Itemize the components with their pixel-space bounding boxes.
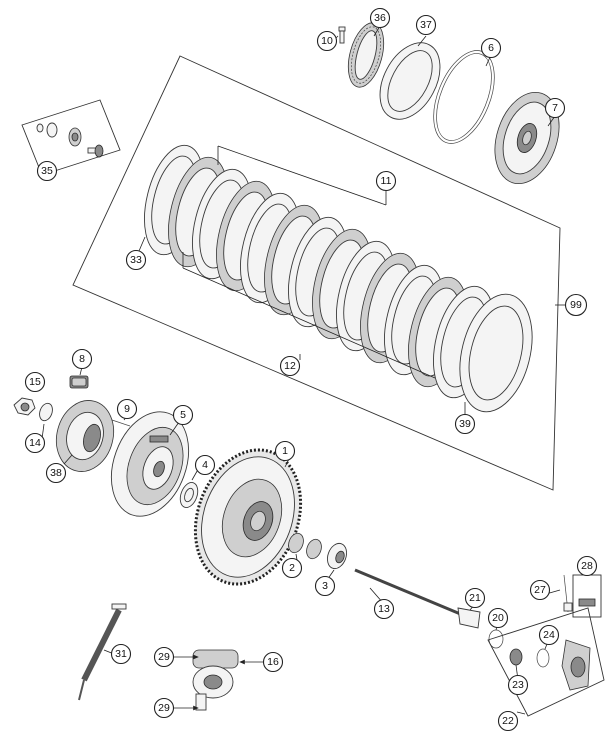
pressure-plate-7 (494, 91, 560, 185)
callout-24-label: 24 (543, 629, 555, 641)
spring-ring-36 (347, 22, 385, 88)
callout-5-label: 5 (180, 409, 186, 421)
kit-box-28 (572, 574, 602, 618)
callout-2-label: 2 (289, 562, 295, 574)
spacer-3 (326, 542, 348, 570)
callout-23: 23 (507, 674, 529, 696)
disc-group-brackets (182, 145, 436, 379)
callout-29-top: 29 (153, 646, 175, 668)
callout-27-label: 27 (534, 584, 546, 596)
washer-14 (39, 402, 53, 422)
callout-37: 37 (415, 14, 437, 36)
callout-39-label: 39 (459, 418, 471, 430)
gasket-21 (457, 607, 481, 629)
bearing-8 (69, 375, 89, 389)
callout-21-label: 21 (469, 592, 481, 604)
callout-6-label: 6 (488, 42, 494, 54)
callout-7: 7 (544, 97, 566, 119)
hub-38 (55, 400, 115, 472)
callout-36: 36 (369, 7, 391, 29)
callout-9-label: 9 (124, 403, 130, 415)
callout-28: 28 (576, 555, 598, 577)
clutch-pack-frame (72, 55, 561, 491)
callout-3-label: 3 (322, 580, 328, 592)
callout-13-label: 13 (378, 603, 390, 615)
callout-10: 10 (316, 30, 338, 52)
callout-16: 16 (262, 651, 284, 673)
callout-8-label: 8 (79, 353, 85, 365)
callout-4-label: 4 (202, 459, 208, 471)
callout-37-label: 37 (420, 19, 432, 31)
callout-29-bottom: 29 (153, 697, 175, 719)
callout-4: 4 (194, 454, 216, 476)
callout-9: 9 (116, 398, 138, 420)
pushrod-13 (354, 568, 471, 620)
callout-12-label: 12 (284, 360, 296, 372)
thrust-washer-4 (179, 482, 199, 508)
callout-11: 11 (375, 170, 397, 192)
callout-15-label: 15 (29, 376, 41, 388)
outer-basket-5 (111, 411, 189, 517)
washer-37 (379, 42, 441, 120)
callout-29-top-label: 29 (158, 651, 170, 663)
callout-8: 8 (71, 348, 93, 370)
callout-38-label: 38 (50, 467, 62, 479)
callout-1-label: 1 (282, 445, 288, 457)
callout-14-label: 14 (29, 437, 41, 449)
callout-36-label: 36 (374, 12, 386, 24)
callout-20-label: 20 (492, 612, 504, 624)
callout-99: 99 (564, 293, 588, 317)
cylinder-body (192, 649, 239, 711)
bolt-10 (338, 26, 346, 44)
callout-10-label: 10 (321, 35, 333, 47)
callout-1: 1 (274, 440, 296, 462)
callout-11-label: 11 (381, 175, 392, 187)
callout-24: 24 (538, 624, 560, 646)
callout-23-label: 23 (512, 679, 524, 691)
callout-15: 15 (24, 371, 46, 393)
callout-29-bottom-label: 29 (158, 702, 170, 714)
callout-31: 31 (110, 643, 132, 665)
callout-3: 3 (314, 575, 336, 597)
callout-13: 13 (373, 598, 395, 620)
callout-5: 5 (172, 404, 194, 426)
callout-28-label: 28 (581, 560, 593, 572)
callout-16-label: 16 (267, 656, 279, 668)
clutch-disc-stack (144, 144, 533, 413)
callout-33: 33 (125, 249, 147, 271)
callout-31-label: 31 (115, 648, 127, 660)
callout-35: 35 (36, 160, 58, 182)
nut-15 (13, 397, 36, 416)
small-parts-kit-35 (21, 99, 121, 176)
callout-22-label: 22 (502, 715, 514, 727)
primary-gear-1 (193, 448, 303, 586)
callout-14: 14 (24, 432, 46, 454)
callout-35-label: 35 (41, 165, 53, 177)
callout-12: 12 (279, 355, 301, 377)
pin-9 (111, 419, 131, 427)
callout-99-label: 99 (570, 299, 582, 311)
callout-2: 2 (281, 557, 303, 579)
callout-27: 27 (529, 579, 551, 601)
callout-20: 20 (487, 607, 509, 629)
callout-33-label: 33 (130, 254, 142, 266)
bushings-2 (288, 532, 322, 560)
callout-39: 39 (454, 413, 476, 435)
bleed-valve-27 (563, 574, 573, 613)
callout-21: 21 (464, 587, 486, 609)
callout-7-label: 7 (552, 102, 558, 114)
callout-38: 38 (45, 462, 67, 484)
callout-22: 22 (497, 710, 519, 732)
syringe-31 (78, 603, 127, 701)
callout-6: 6 (480, 37, 502, 59)
